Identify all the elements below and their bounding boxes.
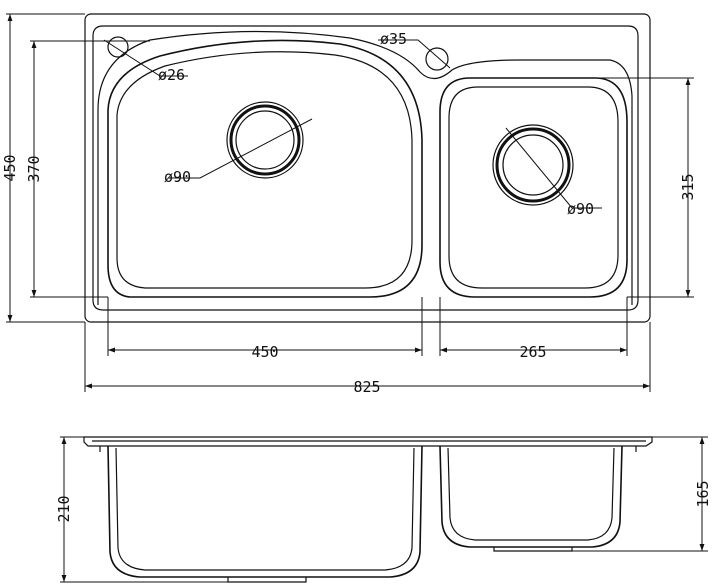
small-bowl-outline — [439, 77, 628, 298]
top-view: ø26 ø35 ø90 ø90 450 370 315 450 265 82 — [1, 13, 697, 396]
drain-small — [492, 124, 574, 206]
tap-hole-left — [107, 36, 129, 58]
sink-outer-outline — [84, 13, 651, 323]
sink-deck-edge — [97, 30, 633, 305]
drain-large-label: ø90 — [164, 168, 191, 186]
leader-drain-small — [505, 127, 602, 209]
dim-small-bowl-depth-label: 315 — [679, 173, 697, 200]
dim-overall-width-label: 825 — [353, 378, 380, 396]
drain-large — [226, 101, 304, 179]
dim-small-bowl-width-label: 265 — [519, 343, 546, 361]
dim-large-bowl-height-label: 210 — [55, 495, 73, 522]
dim-overall-depth-label: 450 — [1, 154, 19, 181]
sink-inner-rim — [92, 25, 639, 311]
tap-hole-right-label: ø35 — [380, 30, 407, 48]
drain-small-label: ø90 — [567, 200, 594, 218]
side-view-large-drain — [227, 577, 307, 583]
small-bowl-floor — [448, 86, 619, 289]
leader-tap-left — [103, 39, 188, 77]
side-view-small-bowl — [439, 445, 623, 548]
leader-tap-right — [378, 39, 451, 69]
dim-large-bowl-depth-label: 370 — [25, 155, 43, 182]
tap-hole-right — [425, 47, 449, 71]
large-bowl-floor — [116, 51, 413, 289]
dim-small-bowl-height-label: 165 — [694, 480, 712, 507]
side-view-small-drain — [493, 547, 573, 552]
dim-large-bowl-width-label: 450 — [251, 343, 278, 361]
side-view: 210 165 — [55, 436, 712, 583]
side-view-large-bowl — [107, 445, 423, 578]
leader-drain-large — [168, 118, 313, 179]
tap-hole-left-label: ø26 — [158, 66, 185, 84]
large-bowl-outline — [107, 39, 423, 298]
